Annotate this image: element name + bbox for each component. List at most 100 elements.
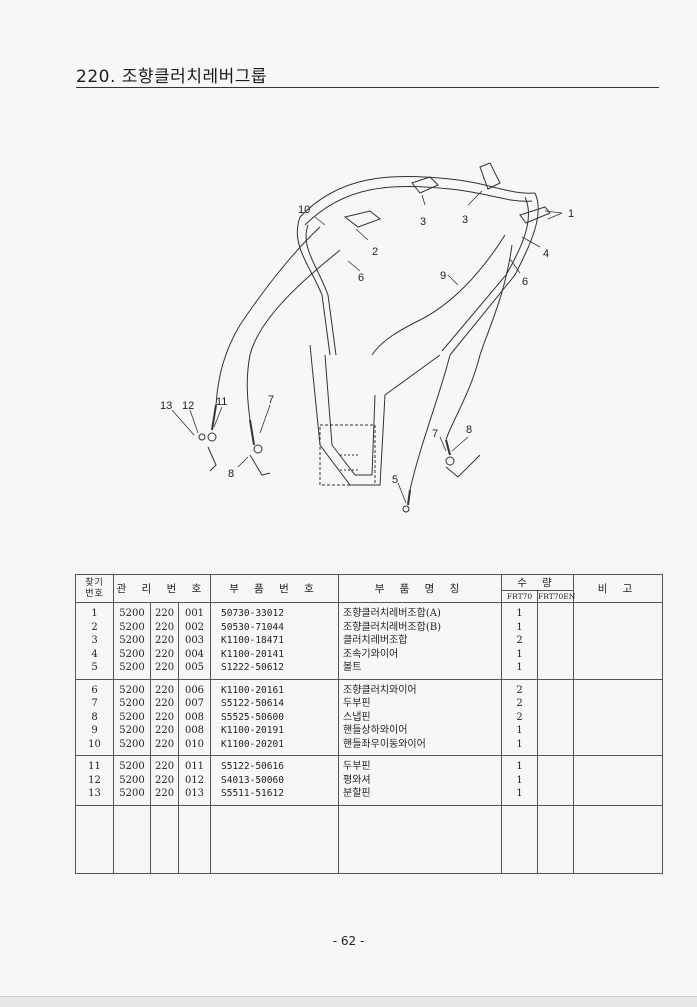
cell-m1: 5200: [113, 697, 151, 711]
cell-name: 클러치레버조합: [338, 634, 503, 648]
callout-6a: 6: [358, 272, 364, 284]
cell-q1: 2: [501, 697, 539, 711]
cell-q1: 1: [501, 737, 539, 751]
cell-m3: 003: [177, 634, 212, 648]
cell-m1: 5200: [113, 683, 151, 697]
cell-name: 두부핀: [338, 760, 503, 774]
callout-1: 1: [568, 208, 574, 220]
cell-q1: 1: [501, 620, 539, 634]
cell-q1: 2: [501, 710, 539, 724]
cell-m1: 5200: [113, 710, 151, 724]
callout-10: 10: [298, 204, 310, 216]
title-rule: [76, 87, 659, 88]
cell-part: K1100-20201: [210, 737, 340, 751]
cell-no: 3: [75, 634, 114, 648]
handle-tube-top-inner: [304, 185, 533, 226]
cell-remarks: [573, 760, 664, 774]
cell-m3: 011: [177, 760, 212, 774]
cell-q2: [537, 710, 575, 724]
callout-9: 9: [440, 270, 446, 282]
cell-no: 6: [75, 683, 114, 697]
cell-m1: 5200: [113, 787, 151, 801]
cell-remarks: [573, 607, 664, 621]
cell-m1: 5200: [113, 647, 151, 661]
cell-part: S5122-50614: [210, 697, 340, 711]
cable-4: [409, 354, 451, 491]
cell-no: 1: [75, 607, 114, 621]
cell-m2: 220: [150, 607, 179, 621]
cell-remarks: [573, 620, 664, 634]
lever-2: [343, 210, 382, 228]
cell-m2: 220: [150, 647, 179, 661]
cell-q2: [537, 773, 575, 787]
cell-q1: 1: [501, 647, 539, 661]
lever-1: [519, 206, 551, 224]
cell-m2: 220: [150, 620, 179, 634]
scan-edge: [0, 996, 697, 1007]
cell-q1: 1: [501, 760, 539, 774]
cell-name: 조향클러치와이어: [338, 683, 503, 697]
cell-remarks: [573, 697, 664, 711]
cell-no: 7: [75, 697, 114, 711]
cell-part: S5511-51612: [210, 787, 340, 801]
cell-q1: 2: [501, 683, 539, 697]
page-title: 220. 조향클러치레버그룹: [76, 67, 268, 87]
col-find-no: 찾기 번호: [75, 574, 114, 603]
cell-no: 12: [75, 773, 114, 787]
cell-m2: 220: [150, 773, 179, 787]
cell-m1: 5200: [113, 773, 151, 787]
cell-part: K1100-20161: [210, 683, 340, 697]
cell-part: S1222-50612: [210, 661, 340, 675]
cell-remarks: [573, 724, 664, 738]
cell-m1: 5200: [113, 661, 151, 675]
cell-m3: 004: [177, 647, 212, 661]
cable-10: [215, 226, 321, 406]
cell-remarks: [573, 634, 664, 648]
cell-q1: 1: [501, 607, 539, 621]
blank-row: [75, 846, 664, 860]
cell-name: 볼트: [338, 661, 503, 675]
cell-m2: 220: [150, 710, 179, 724]
cell-q1: 1: [501, 773, 539, 787]
cell-q2: [537, 737, 575, 751]
cell-q2: [537, 634, 575, 648]
cable-9: [371, 234, 506, 356]
cell-m1: 5200: [113, 737, 151, 751]
callout-11: 11: [216, 396, 227, 408]
callout-5: 5: [392, 474, 398, 486]
cell-no: 11: [75, 760, 114, 774]
cell-part: K1100-20141: [210, 647, 340, 661]
handle-right-arm: [449, 192, 539, 356]
cell-part: K1100-20191: [210, 724, 340, 738]
cell-q2: [537, 697, 575, 711]
cell-q1: 1: [501, 724, 539, 738]
callout-2: 2: [372, 246, 378, 258]
exploded-parts-diagram: 1 2 3 3 4 5 6 6 7 7 8 8 9 10 11 12 13: [150, 155, 590, 525]
cell-m1: 5200: [113, 620, 151, 634]
cell-m1: 5200: [113, 724, 151, 738]
cell-m3: 001: [177, 607, 212, 621]
cell-no: 2: [75, 620, 114, 634]
cell-m2: 220: [150, 661, 179, 675]
cell-name: 조속기와이어: [338, 647, 503, 661]
cell-m2: 220: [150, 683, 179, 697]
cell-no: 4: [75, 647, 114, 661]
cell-m2: 220: [150, 634, 179, 648]
cell-q1: 1: [501, 661, 539, 675]
cell-m3: 008: [177, 724, 212, 738]
cell-q2: [537, 620, 575, 634]
cell-q2: [537, 647, 575, 661]
callout-7a: 7: [268, 394, 274, 406]
cell-m3: 013: [177, 787, 212, 801]
callout-7b: 7: [432, 428, 438, 440]
col-remarks: 비 고: [573, 574, 664, 603]
cell-q2: [537, 607, 575, 621]
